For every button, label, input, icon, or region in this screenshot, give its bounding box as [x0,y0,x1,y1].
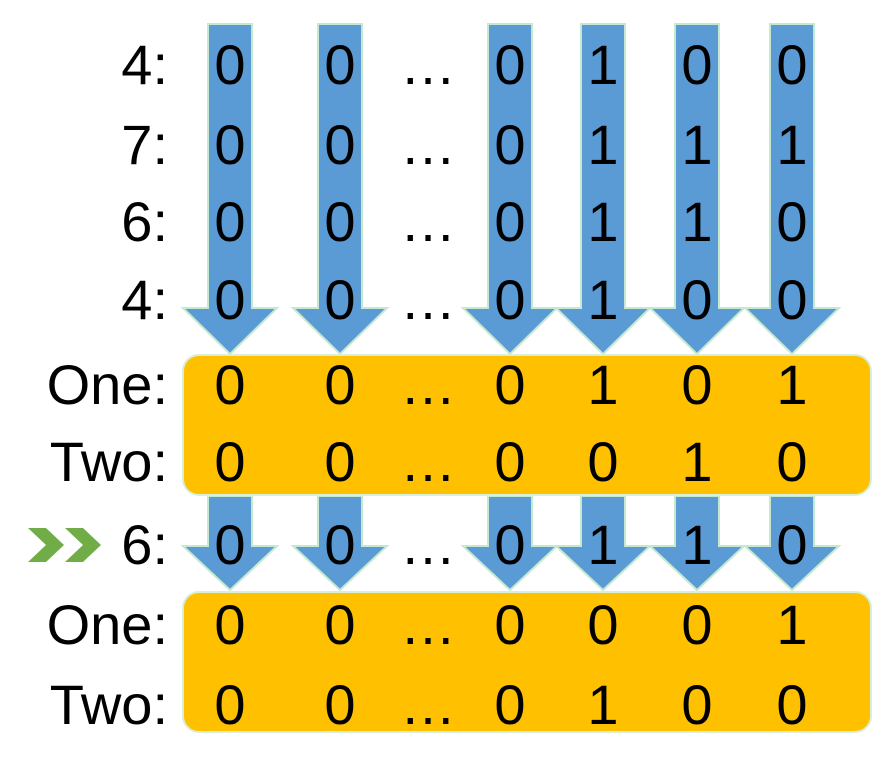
bit-value: 0 [494,430,526,493]
register-block-one-two [182,354,872,496]
down-arrow-icon [290,495,390,592]
down-arrow-icon [460,495,560,592]
down-arrow-icon [460,23,560,356]
bit-value: 0 [214,430,246,493]
row-label: 7: [121,113,168,176]
bit-value: 1 [681,430,713,493]
chevron-right-icon [28,528,64,562]
row-label: 6: [121,513,168,576]
down-arrow-icon [647,23,747,356]
ellipsis: … [400,513,456,576]
bit-value: 0 [214,353,246,416]
bit-value: 0 [324,430,356,493]
row-label: Two: [49,430,168,493]
bit-value: 0 [324,33,356,96]
ellipsis: … [400,190,456,253]
bit-value: 0 [324,673,356,736]
bit-value: 0 [494,513,526,576]
bit-value: 1 [587,513,619,576]
row-label: One: [46,353,168,416]
down-arrow-icon [742,495,842,592]
bit-value: 0 [681,268,713,331]
row-label: 4: [121,33,168,96]
bit-value: 1 [587,33,619,96]
bit-value: 0 [587,593,619,656]
ellipsis: … [400,673,456,736]
down-arrow-icon [290,23,390,356]
down-arrow-icon [742,23,842,356]
bit-value: 1 [681,113,713,176]
down-arrow-icon [553,23,653,356]
down-arrow-icon [647,495,747,592]
ellipsis: … [400,33,456,96]
bit-value: 1 [587,353,619,416]
bit-value: 0 [776,190,808,253]
bit-value: 0 [324,268,356,331]
down-arrow-icon [553,495,653,592]
ellipsis: … [400,113,456,176]
bit-value: 0 [214,593,246,656]
register-block-one-two [182,591,872,733]
bit-value: 0 [681,593,713,656]
bit-value: 0 [324,113,356,176]
bit-value: 0 [324,513,356,576]
bit-value: 0 [776,268,808,331]
bit-value: 0 [681,673,713,736]
bit-value: 0 [214,513,246,576]
row-label: Two: [49,673,168,736]
bit-value: 0 [776,513,808,576]
bit-value: 0 [324,190,356,253]
bit-value: 1 [776,593,808,656]
bit-value: 0 [681,353,713,416]
ellipsis: … [400,353,456,416]
ellipsis: … [400,268,456,331]
bit-value: 0 [494,33,526,96]
bit-value: 0 [214,268,246,331]
bit-value: 1 [776,353,808,416]
bit-value: 0 [587,430,619,493]
bit-value: 0 [494,190,526,253]
bit-value: 0 [494,593,526,656]
bit-value: 0 [214,113,246,176]
bit-value: 1 [587,268,619,331]
row-label: 6: [121,190,168,253]
bit-value: 0 [494,673,526,736]
ellipsis: … [400,430,456,493]
bit-value: 0 [324,593,356,656]
bit-value: 1 [587,673,619,736]
down-arrow-icon [180,495,280,592]
ellipsis: … [400,593,456,656]
bit-value: 1 [587,113,619,176]
bit-value: 1 [776,113,808,176]
bit-value: 0 [494,353,526,416]
bit-value: 0 [776,430,808,493]
bit-value: 0 [214,673,246,736]
row-label: One: [46,593,168,656]
bit-value: 0 [494,268,526,331]
bit-value: 0 [776,673,808,736]
bit-value: 0 [776,33,808,96]
bit-value: 0 [214,33,246,96]
bit-value: 1 [681,190,713,253]
bit-value: 0 [214,190,246,253]
bit-value: 1 [681,513,713,576]
bit-value: 0 [681,33,713,96]
chevron-right-icon [65,528,101,562]
bit-value: 1 [587,190,619,253]
down-arrow-icon [180,23,280,356]
bit-value: 0 [324,353,356,416]
bit-value: 0 [494,113,526,176]
row-label: 4: [121,268,168,331]
